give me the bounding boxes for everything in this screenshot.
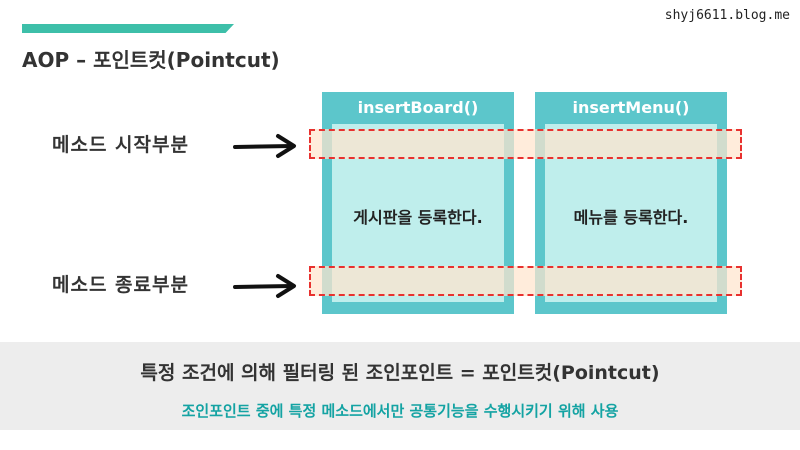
insert-board-title: insertBoard() (357, 98, 479, 117)
method-end-label: 메소드 종료부분 (52, 274, 189, 296)
slide-title: AOP – 포인트컷(Pointcut) (22, 48, 280, 72)
blog-url: shyj6611.blog.me (664, 8, 790, 23)
summary-sub-text: 조인포인트 중에 특정 메소드에서만 공통기능을 수행시키기 위해 사용 (181, 402, 619, 420)
summary-panel: 특정 조건에 의해 필터링 된 조인포인트 = 포인트컷(Pointcut) 조… (0, 342, 800, 430)
method-start-label: 메소드 시작부분 (52, 134, 189, 156)
insert-menu-title: insertMenu() (572, 98, 690, 117)
insert-board-text: 게시판을 등록한다. (353, 208, 483, 227)
method-start-highlight (309, 129, 742, 159)
accent-bar (22, 24, 234, 33)
arrow-right-icon (233, 134, 296, 158)
insert-menu-text: 메뉴를 등록한다. (573, 208, 689, 227)
arrow-right-icon (233, 274, 296, 298)
summary-main-text: 특정 조건에 의해 필터링 된 조인포인트 = 포인트컷(Pointcut) (140, 362, 660, 384)
method-end-highlight (309, 266, 742, 296)
